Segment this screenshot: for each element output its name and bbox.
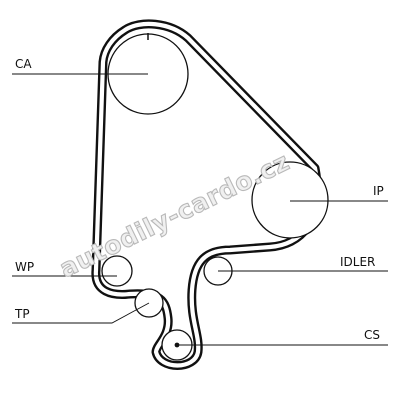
injection-pump-pulley (251, 161, 329, 239)
label-tp: TP (14, 307, 30, 321)
label-idler: IDLER (340, 255, 375, 269)
camshaft-pulley (107, 33, 189, 115)
label-ip: IP (373, 184, 384, 198)
label-cs: CS (364, 328, 380, 342)
label-ca: CA (15, 57, 32, 71)
label-wp: WP (15, 260, 34, 274)
leader-lines (12, 73, 388, 346)
leader-tp (12, 302, 150, 324)
water-pump-pulley (101, 255, 133, 287)
